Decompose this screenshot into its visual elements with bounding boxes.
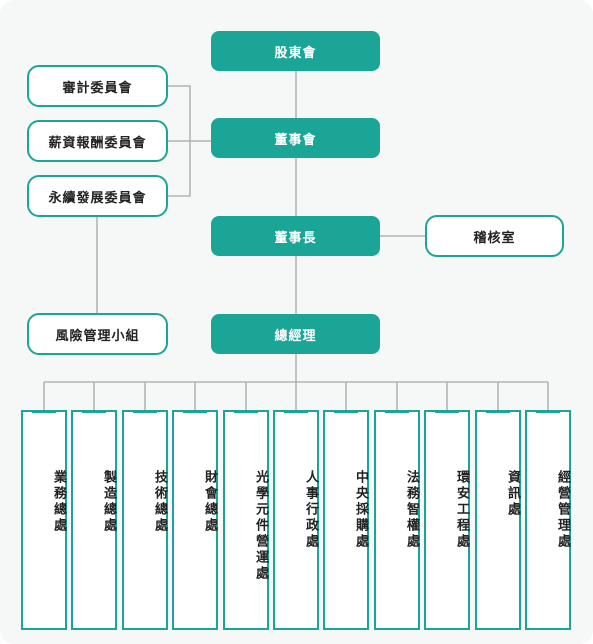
department-box: 中央採購處 — [323, 410, 369, 630]
department-box: 經營管理處 — [525, 410, 571, 630]
department-label: 人事行政處 — [303, 470, 318, 550]
shareholders-meeting-label: 股東會 — [274, 45, 317, 61]
department-tab — [536, 410, 560, 413]
department-label: 技術總處 — [152, 470, 167, 534]
sustainability-committee-label: 永續發展委員會 — [48, 190, 147, 206]
sustainability-committee: 永續發展委員會 — [27, 175, 168, 217]
department-tab — [486, 410, 510, 413]
board-of-directors: 董事會 — [211, 118, 380, 158]
board-label: 董事會 — [274, 132, 317, 148]
department-tab — [385, 410, 409, 413]
department-label: 中央採購處 — [353, 470, 368, 550]
department-label: 法務智權處 — [404, 470, 419, 550]
department-tab — [133, 410, 157, 413]
chairman: 董事長 — [211, 216, 380, 256]
president-label: 總經理 — [274, 328, 317, 344]
department-box: 業務總處 — [21, 410, 67, 630]
department-tab — [435, 410, 459, 413]
department-tab — [82, 410, 106, 413]
audit-office-label: 稽核室 — [473, 230, 516, 246]
department-box: 技術總處 — [122, 410, 168, 630]
department-tab — [334, 410, 358, 413]
department-tab — [234, 410, 258, 413]
risk-management-group-label: 風險管理小組 — [55, 328, 140, 344]
audit-committee: 審計委員會 — [27, 65, 168, 107]
audit-committee-label: 審計委員會 — [62, 80, 133, 96]
department-tab — [183, 410, 207, 413]
audit-office: 稽核室 — [425, 215, 564, 257]
department-label: 資訊處 — [505, 470, 520, 518]
department-tab — [32, 410, 56, 413]
president: 總經理 — [211, 314, 380, 354]
department-label: 財會總處 — [202, 470, 217, 534]
remuneration-committee-label: 薪資報酬委員會 — [48, 135, 147, 151]
risk-management-group: 風險管理小組 — [27, 313, 168, 355]
department-label: 製造總處 — [101, 470, 116, 534]
department-label: 業務總處 — [51, 470, 66, 534]
department-box: 資訊處 — [475, 410, 521, 630]
remuneration-committee: 薪資報酬委員會 — [27, 120, 168, 162]
department-box: 製造總處 — [71, 410, 117, 630]
department-box: 環安工程處 — [424, 410, 470, 630]
department-box: 法務智權處 — [374, 410, 420, 630]
department-box: 人事行政處 — [273, 410, 319, 630]
department-box: 光學元件營運處 — [223, 410, 269, 630]
department-tab — [284, 410, 308, 413]
department-label: 環安工程處 — [454, 470, 469, 550]
shareholders-meeting: 股東會 — [211, 31, 380, 71]
chairman-label: 董事長 — [274, 230, 317, 246]
department-box: 財會總處 — [172, 410, 218, 630]
department-label: 光學元件營運處 — [253, 470, 268, 582]
department-label: 經營管理處 — [555, 470, 570, 550]
